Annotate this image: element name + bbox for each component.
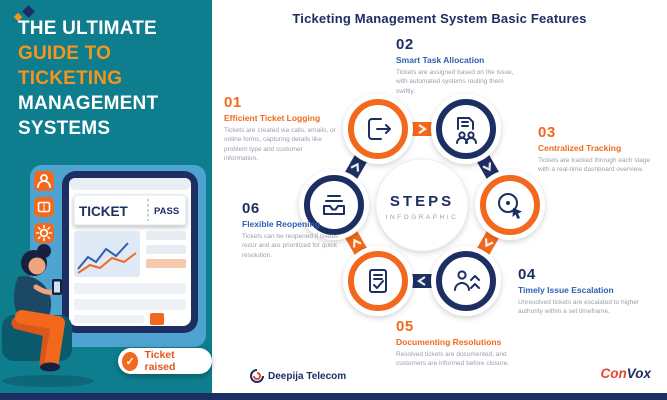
chart-line-blue xyxy=(77,242,129,270)
feature-block-02: 02 Smart Task Allocation Tickets are ass… xyxy=(396,36,524,96)
guide-title-line: MANAGEMENT xyxy=(18,93,159,114)
feature-title: Centralized Tracking xyxy=(538,143,622,153)
deepija-logo-icon xyxy=(250,369,264,383)
feature-number: 06 xyxy=(242,200,260,217)
feature-block-03: 03 Centralized Tracking Tickets are trac… xyxy=(538,124,656,175)
feature-circle-04 xyxy=(431,246,501,316)
chart-line-orange xyxy=(77,252,137,274)
diagram-center-subtitle: INFOGRAPHIC xyxy=(386,214,459,221)
centralized-tracking-icon xyxy=(498,193,522,219)
feature-block-05: 05 Documenting Resolutions Resolved tick… xyxy=(396,318,536,369)
feature-description: Tickets are tracked through each stage w… xyxy=(538,157,651,174)
guide-title: THE ULTIMATE GUIDE TO TICKETING MANAGEME… xyxy=(18,16,158,141)
ticket-app-illustration: TICKET PASS xyxy=(2,165,206,387)
flexible-reopening-icon xyxy=(323,195,345,215)
user-icon xyxy=(34,171,54,191)
guide-title-line: THE ULTIMATE xyxy=(18,18,157,39)
feature-number: 04 xyxy=(518,266,536,283)
feature-circle-03 xyxy=(475,170,545,240)
diagram-center: STEPS INFOGRAPHIC xyxy=(375,158,469,252)
feature-circle-01 xyxy=(343,94,413,164)
feature-title: Documenting Resolutions xyxy=(396,337,502,347)
feature-description: Resolved tickets are documented, and cus… xyxy=(396,351,510,368)
feature-number: 03 xyxy=(538,124,556,141)
guide-title-line: SYSTEMS xyxy=(18,118,111,139)
feature-title: Smart Task Allocation xyxy=(396,55,485,65)
issue-escalation-icon xyxy=(454,270,480,291)
feature-number: 05 xyxy=(396,318,414,335)
guide-title-line: GUIDE TO xyxy=(18,43,112,64)
ticket-card xyxy=(73,194,187,226)
ticket-icon xyxy=(34,197,54,217)
steps-diagram: STEPS INFOGRAPHIC xyxy=(299,94,545,316)
phone: TICKET PASS xyxy=(62,171,198,333)
documenting-resolutions-icon xyxy=(369,269,387,293)
feature-circle-06 xyxy=(299,170,369,240)
feature-title: Flexible Reopening xyxy=(242,219,320,229)
feature-block-04: 04 Timely Issue Escalation Unresolved ti… xyxy=(518,266,646,317)
convox-logo: ConVox xyxy=(600,366,651,381)
ticket-raised-label: Ticket raised xyxy=(144,349,176,373)
deepija-logo: Deepija Telecom xyxy=(250,369,346,383)
ticket-label: TICKET xyxy=(79,204,129,219)
diagram-center-title: STEPS xyxy=(390,193,454,210)
guide-title-line: TICKETING xyxy=(18,68,123,89)
feature-description: Tickets are created via calls, emails, o… xyxy=(224,127,336,163)
feature-circle-02 xyxy=(431,94,501,164)
convox-logo-con: Con xyxy=(600,366,627,381)
feature-title: Efficient Ticket Logging xyxy=(224,113,321,123)
app-shortcut-icons xyxy=(34,171,54,243)
bottom-bar xyxy=(0,393,667,400)
task-allocation-icon xyxy=(456,117,477,144)
feature-block-01: 01 Efficient Ticket Logging Tickets are … xyxy=(224,94,336,164)
convox-logo-vox: Vox xyxy=(626,366,651,381)
feature-block-06: 06 Flexible Reopening Tickets can be reo… xyxy=(242,200,342,260)
deepija-logo-text: Deepija Telecom xyxy=(268,370,347,382)
check-icon: ✓ xyxy=(122,351,139,371)
feature-description: Tickets are assigned based on the issue,… xyxy=(396,69,514,95)
left-panel: THE ULTIMATE GUIDE TO TICKETING MANAGEME… xyxy=(0,0,212,400)
feature-title: Timely Issue Escalation xyxy=(518,285,614,295)
page-title: Ticketing Management System Basic Featur… xyxy=(292,11,587,26)
feature-description: Unresolved tickets are escalated to high… xyxy=(518,299,640,316)
pass-label: PASS xyxy=(154,206,179,217)
flow-chevrons xyxy=(350,124,494,286)
woman-illustration xyxy=(2,244,94,387)
feature-number: 01 xyxy=(224,94,242,111)
gear-icon xyxy=(34,223,54,243)
feature-circle-05 xyxy=(343,246,413,316)
ticket-raised-badge: ✓ Ticket raised xyxy=(118,348,212,374)
feature-description: Tickets can be reopened if issues recur … xyxy=(242,233,339,259)
ticket-logging-icon xyxy=(368,118,391,140)
phone-dashboard xyxy=(74,231,186,325)
feature-number: 02 xyxy=(396,36,414,53)
